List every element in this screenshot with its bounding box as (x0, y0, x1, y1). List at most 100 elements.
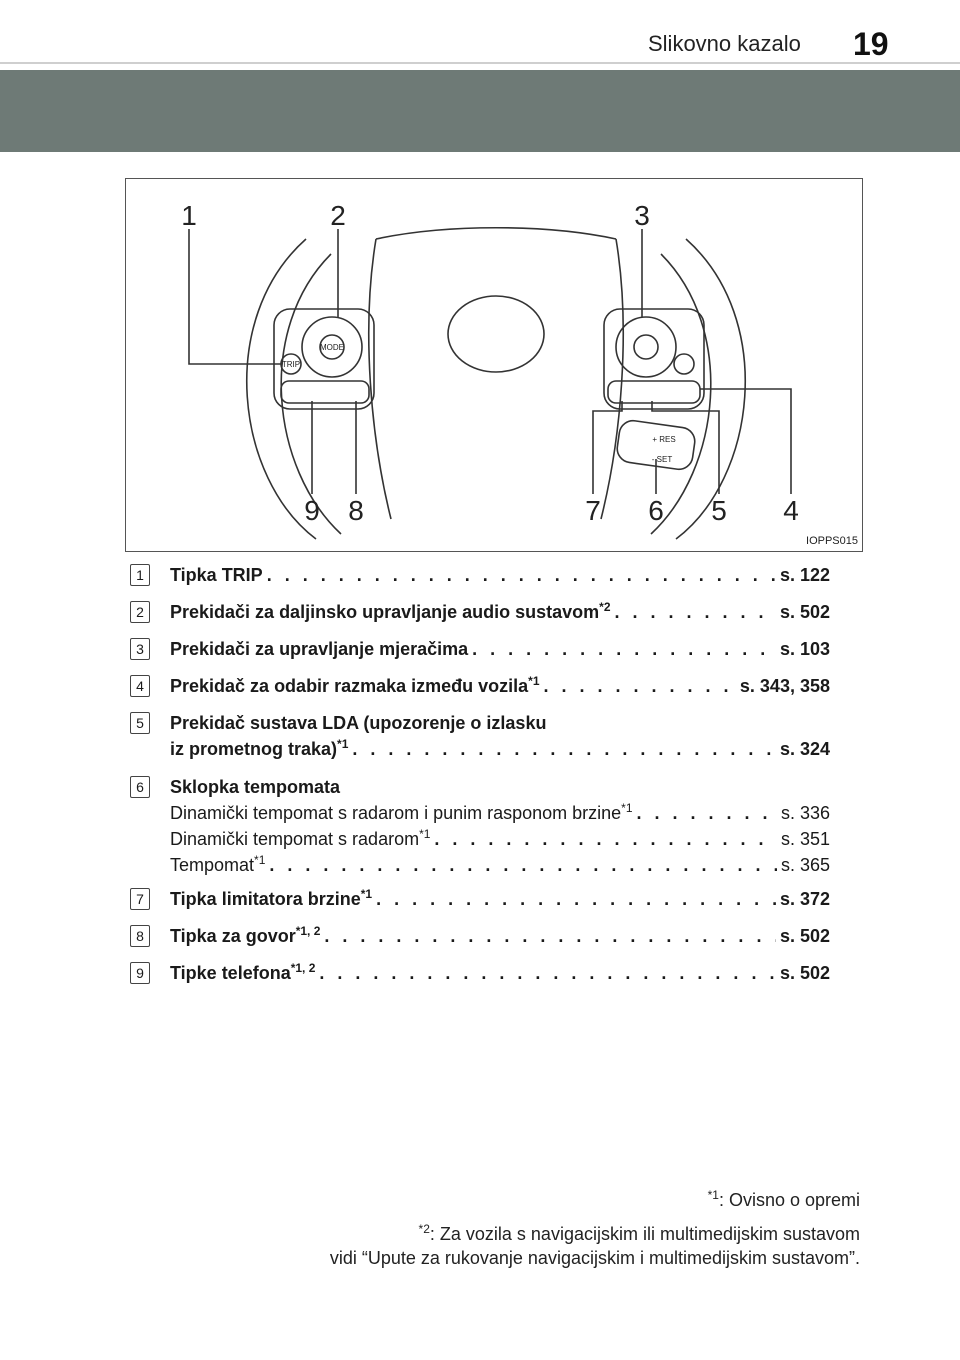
item-text: Prekidači za upravljanje mjeračima (170, 639, 469, 659)
cruise-lever (616, 419, 696, 471)
page-header: Slikovno kazalo 19 (0, 0, 960, 64)
sub-item-text: Tempomat*1 (170, 853, 266, 875)
callout-8: 8 (348, 495, 364, 526)
list-item: 3 Prekidači za upravljanje mjeračima . .… (130, 636, 830, 673)
leader-7 (592, 401, 623, 494)
item-number: 6 (130, 776, 150, 798)
leader-dots: . . . . . . . . . . . . . . . . . . . . … (472, 639, 776, 659)
page-ref: s. 122 (779, 565, 830, 585)
back-button (673, 353, 695, 375)
item-text: iz prometnog traka)*1 (170, 737, 349, 759)
leader-4 (700, 388, 792, 494)
leader-dots: . . . . . . . . . . . . . . . . . . . . … (269, 855, 777, 875)
set-label: - SET (652, 455, 673, 464)
left-switch-panel (273, 308, 375, 410)
callout-1: 1 (181, 200, 197, 231)
item-text: Tipka limitatora brzine*1 (170, 887, 373, 909)
wheel-rim-right-inner (650, 253, 712, 535)
leader-dots: . . . . . . . . . . . . . . . . . . . . … (636, 803, 777, 823)
right-dial (615, 316, 677, 378)
item-text: Prekidači za daljinsko upravljanje audio… (170, 600, 611, 622)
page-ref: s. 336 (780, 803, 830, 823)
sub-item-text: Dinamički tempomat s radarom*1 (170, 827, 431, 849)
leader-dots: . . . . . . . . . . . . . . . . . . . . … (319, 963, 776, 983)
wheel-hub-side-right (600, 238, 624, 520)
item-number: 5 (130, 712, 150, 734)
wheel-rim-left-inner (280, 253, 342, 535)
header-rule (0, 62, 960, 64)
list-item: 1 Tipka TRIP . . . . . . . . . . . . . .… (130, 562, 830, 599)
item-number: 2 (130, 601, 150, 623)
leader-dots: . . . . . . . . . . . . . . . . . . . . … (324, 926, 776, 946)
list-item: 8 Tipka za govor*1, 2 . . . . . . . . . … (130, 923, 830, 960)
item-number: 7 (130, 888, 150, 910)
trip-label: TRIP (282, 360, 300, 369)
steering-wheel-illustration: TRIP MODE + RES - SET 1 2 3 4 5 6 7 8 9 (181, 200, 799, 540)
page-ref: s. 365 (780, 855, 830, 875)
page-ref: s. 351 (780, 829, 830, 849)
left-dial-inner (319, 334, 345, 360)
page-ref: s. 324 (779, 739, 830, 759)
legend-list: 1 Tipka TRIP . . . . . . . . . . . . . .… (130, 562, 830, 997)
sub-item-text: Dinamički tempomat s radarom i punim ras… (170, 801, 633, 823)
list-item: 5 Prekidač sustava LDA (upozorenje o izl… (130, 710, 830, 774)
list-item: 6 Sklopka tempomata Dinamički tempomat s… (130, 774, 830, 886)
item-text: Tipka TRIP (170, 565, 263, 585)
list-item: 9 Tipke telefona*1, 2 . . . . . . . . . … (130, 960, 830, 997)
list-item: 4 Prekidač za odabir razmaka između vozi… (130, 673, 830, 710)
page-ref: s. 372 (779, 889, 830, 909)
wheel-hub-side-left (368, 238, 392, 520)
wheel-hub-top (375, 226, 617, 240)
wheel-logo (447, 295, 545, 373)
leader-1 (188, 229, 281, 365)
wheel-rim-left (245, 238, 317, 540)
res-label: + RES (652, 435, 675, 444)
item-number: 3 (130, 638, 150, 660)
page-ref: s. 502 (779, 602, 830, 622)
item-text: Tipka za govor*1, 2 (170, 924, 321, 946)
item-number: 9 (130, 962, 150, 984)
wheel-rim-right (675, 238, 747, 540)
page-ref: s. 502 (779, 926, 830, 946)
steering-wheel-figure: TRIP MODE + RES - SET 1 2 3 4 5 6 7 8 9 … (125, 178, 863, 552)
item-heading: Sklopka tempomata (170, 777, 341, 797)
leader-dots: . . . . . . . . . . . . . . . . . . . . … (266, 565, 776, 585)
callout-7: 7 (585, 495, 601, 526)
figure-code: IOPPS015 (806, 535, 858, 547)
item-number: 8 (130, 925, 150, 947)
list-item: 7 Tipka limitatora brzine*1 . . . . . . … (130, 886, 830, 923)
mode-label: MODE (320, 343, 344, 352)
leader-dots: . . . . . . . . . . . . . . . . . . . . … (376, 889, 776, 909)
leader-dots: . . . . . . . . . . . . . . . . . . . . … (543, 676, 736, 696)
callout-6: 6 (648, 495, 664, 526)
decorative-band (0, 70, 960, 152)
callout-3: 3 (634, 200, 650, 231)
page-ref: s. 343, 358 (739, 676, 830, 696)
page-number: 19 (853, 26, 889, 62)
item-number: 4 (130, 675, 150, 697)
phone-button-row (280, 380, 370, 404)
callout-4: 4 (783, 495, 799, 526)
leader-dots: . . . . . . . . . . . . . . . . . . . . … (614, 602, 776, 622)
leader-dots: . . . . . . . . . . . . . . . . . . . . … (352, 739, 776, 759)
page-ref: s. 502 (779, 963, 830, 983)
footnote-2: *2: Za vozila s navigacijskim ili multim… (329, 1222, 860, 1268)
section-title: Slikovno kazalo (648, 31, 801, 56)
callout-numbers: 1 2 3 4 5 6 7 8 9 (181, 200, 799, 526)
leader-5 (651, 401, 720, 494)
item-text: Tipke telefona*1, 2 (170, 961, 316, 983)
item-number: 1 (130, 564, 150, 586)
list-item: 2 Prekidači za daljinsko upravljanje aud… (130, 599, 830, 636)
callout-9: 9 (304, 495, 320, 526)
item-text: Prekidač za odabir razmaka između vozila… (170, 674, 540, 696)
callout-2: 2 (330, 200, 346, 231)
lda-button-row (607, 380, 701, 404)
leader-dots: . . . . . . . . . . . . . . . . . . . . … (434, 829, 777, 849)
footnote-1: *1: Ovisno o opremi (707, 1188, 860, 1210)
page-ref: s. 103 (779, 639, 830, 659)
left-dial (301, 316, 363, 378)
right-switch-panel (603, 308, 705, 410)
callout-5: 5 (711, 495, 727, 526)
right-dial-inner (633, 334, 659, 360)
item-text-line1: Prekidač sustava LDA (upozorenje o izlas… (170, 713, 547, 733)
